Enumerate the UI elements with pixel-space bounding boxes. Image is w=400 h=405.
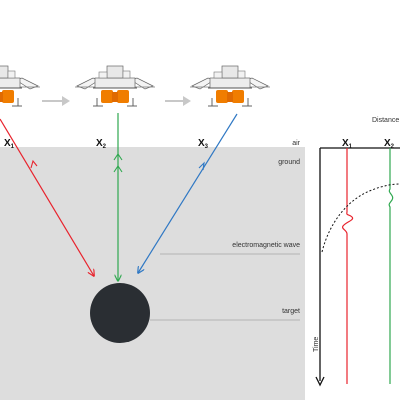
radargram-x1-label: X1: [342, 138, 353, 150]
trace-x1: [342, 148, 354, 384]
trace-x2: [388, 148, 394, 384]
radargram-x2-label: X2: [384, 138, 395, 150]
x1-label: X1: [4, 138, 15, 150]
right-arrow-icon: [42, 96, 70, 106]
ground-label: ground: [278, 159, 300, 166]
reflection-hyperbola: [321, 183, 400, 253]
time-label: Time: [313, 337, 320, 352]
red-up-arrowhead: [30, 159, 38, 169]
blue-up-arrowhead: [198, 161, 205, 171]
target-object: [90, 283, 150, 343]
green-up-arrowhead: [113, 153, 123, 161]
right-arrow-icon: [165, 96, 191, 106]
red-wave-path: [0, 118, 94, 276]
x3-label: X3: [198, 138, 209, 150]
distance-label: Distance: [372, 117, 399, 124]
green-up-arrowhead: [113, 165, 123, 173]
wave-label: electromagnetic wave: [232, 242, 300, 249]
blue-wave-path: [138, 113, 238, 273]
x2-label: X2: [96, 138, 107, 150]
air-label: air: [292, 140, 300, 147]
drone-icon: [74, 65, 156, 107]
target-label: target: [282, 308, 300, 315]
drone-icon: [0, 65, 41, 107]
drone-icon: [189, 65, 271, 107]
time-axis-arrowhead: [315, 376, 325, 387]
ground-area: [0, 147, 305, 400]
